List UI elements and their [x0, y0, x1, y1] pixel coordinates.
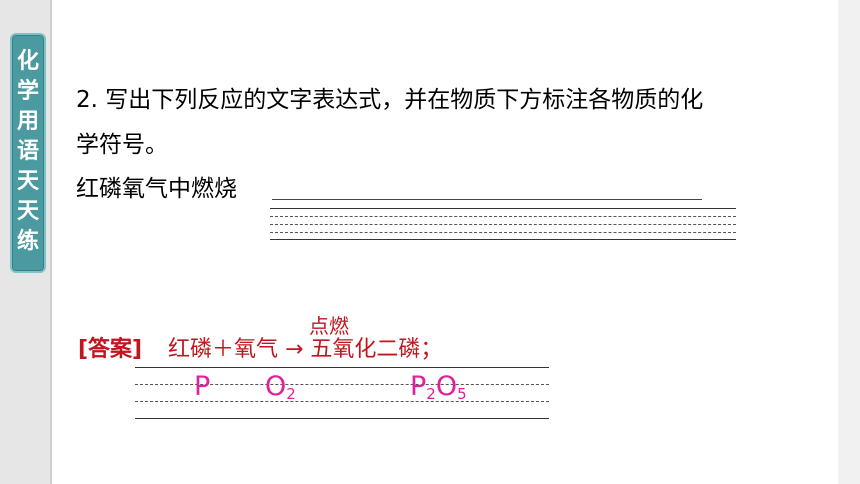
question-line-1: 2. 写出下列反应的文字表达式，并在物质下方标注各物质的化 — [76, 87, 704, 113]
section-label-char: 天 — [16, 199, 39, 224]
section-label-char: 用 — [16, 109, 39, 134]
question-writing-lines — [270, 208, 736, 240]
writing-line — [135, 367, 549, 368]
formula-subscript: 2 — [426, 385, 436, 403]
section-label-char: 化 — [16, 49, 39, 74]
section-label-char: 练 — [16, 229, 39, 254]
writing-line — [135, 418, 549, 419]
question-line-3: 红磷氧气中燃烧 — [76, 176, 237, 202]
formula-base: O — [435, 371, 458, 402]
writing-line — [270, 216, 736, 217]
writing-line — [270, 208, 736, 209]
writing-line — [135, 384, 549, 385]
reaction-condition: 点燃 — [309, 314, 349, 338]
formula-base: P — [194, 371, 211, 402]
answer-expression: 红磷＋氧气 → 五氧化二磷； — [168, 337, 443, 362]
section-label: 化学用语天天练 — [10, 33, 46, 273]
gutter-divider — [50, 0, 52, 484]
section-label-char: 天 — [16, 169, 39, 194]
formula-subscript: 5 — [457, 385, 467, 403]
writing-line — [270, 239, 736, 240]
writing-line — [270, 232, 736, 233]
section-label-char: 学 — [16, 79, 39, 104]
formula-o2: O2 — [265, 371, 296, 410]
formula-base: P — [410, 371, 427, 402]
right-margin-bar — [838, 0, 860, 484]
formula-base: O — [265, 371, 287, 402]
formula-subscript: 2 — [286, 385, 296, 403]
section-label-text: 化学用语天天练 — [12, 47, 44, 257]
question-line-2: 学符号。 — [76, 132, 168, 158]
writing-line — [270, 224, 736, 225]
formula-p: P — [194, 371, 210, 403]
answer-blank-line — [272, 199, 702, 200]
formula-p2o5: P2O5 — [410, 371, 467, 410]
writing-line — [135, 401, 549, 402]
answer-label: [答案] — [78, 337, 143, 362]
answer-writing-lines — [135, 367, 549, 419]
section-label-char: 语 — [16, 139, 39, 164]
